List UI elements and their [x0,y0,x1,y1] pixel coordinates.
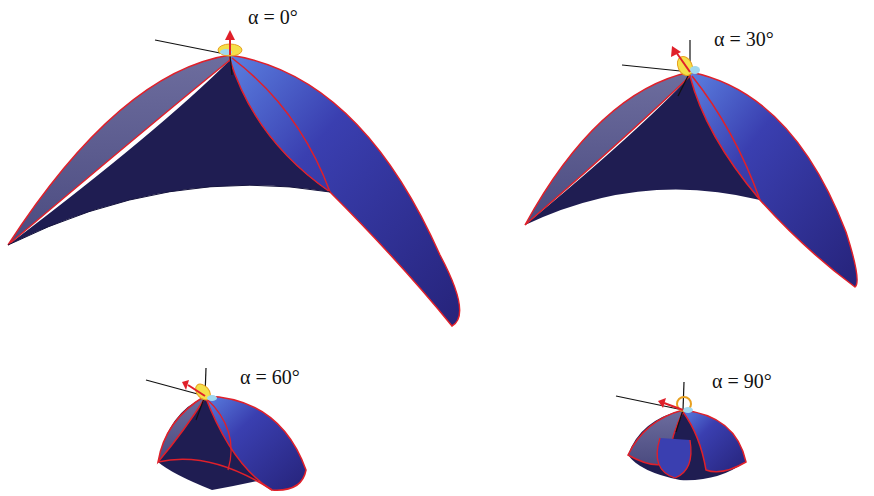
angle-label: α = 60° [240,366,300,388]
angle-label-box: α = 30° [714,28,774,51]
surface-a0 [8,30,460,326]
angle-label: α = 0° [248,6,298,28]
angle-label-box: α = 60° [240,366,300,389]
surface-a90 [616,382,746,480]
angle-label: α = 30° [714,28,774,50]
angle-label: α = 90° [712,370,772,392]
surface-a30 [525,40,857,287]
angle-label-box: α = 90° [712,370,772,393]
angle-label-box: α = 0° [248,6,298,29]
